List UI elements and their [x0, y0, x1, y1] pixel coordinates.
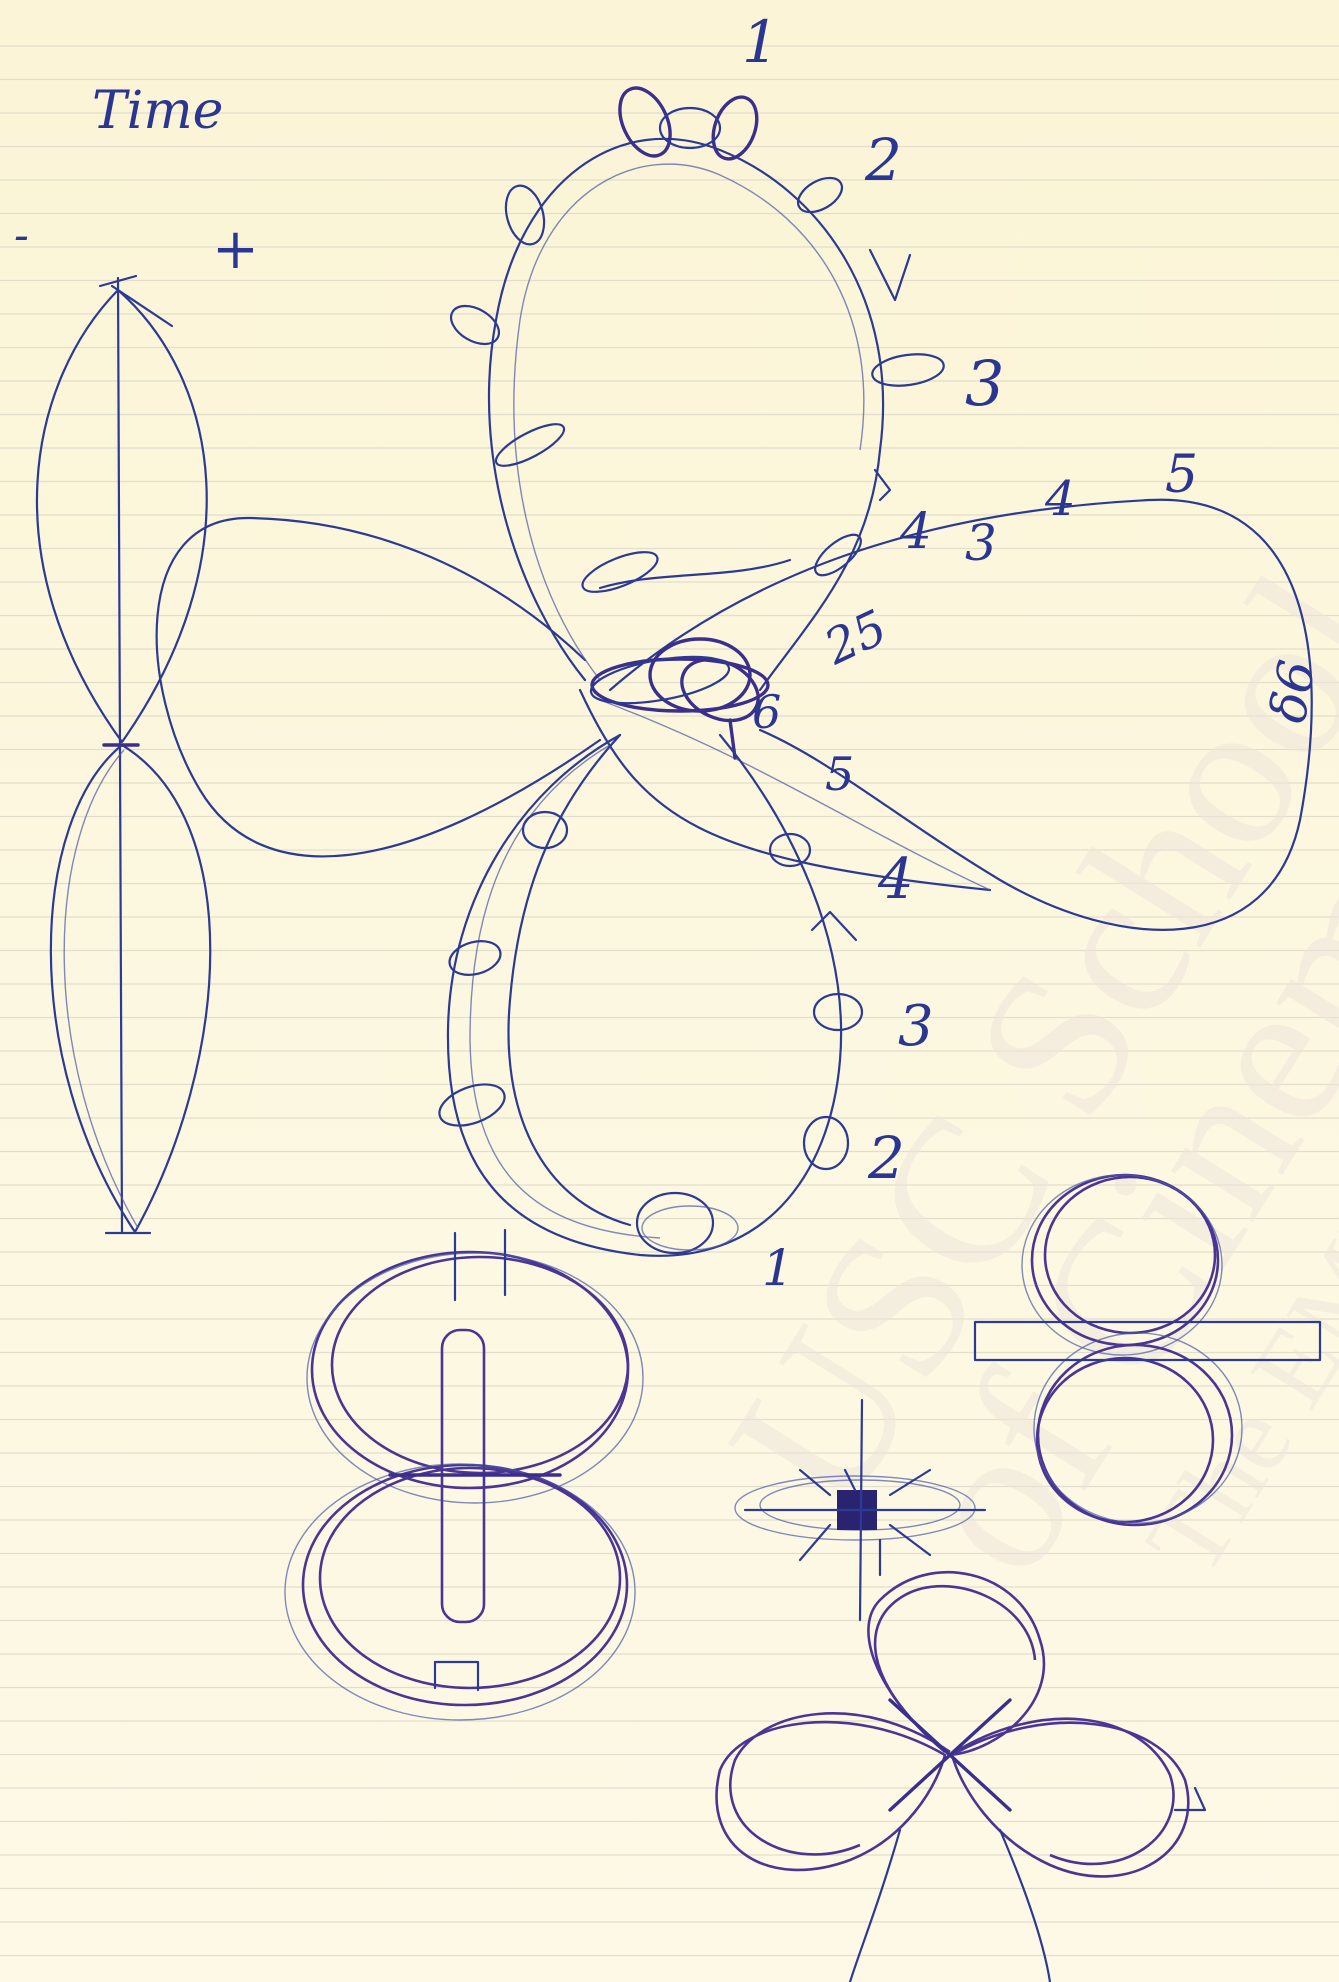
- time-label: Time: [92, 81, 223, 141]
- num-low-4: 4: [877, 847, 914, 912]
- num-bottom-1: 1: [762, 1239, 794, 1297]
- num-top-1: 1: [742, 8, 779, 76]
- num-lobe-end: δ6: [1259, 656, 1327, 727]
- num-center-6: 6: [752, 685, 781, 739]
- watermark: USC School of Cinema The EMH Fo: [684, 536, 1339, 1713]
- num-center-5: 5: [825, 747, 854, 801]
- num-right-3: 3: [965, 347, 1004, 420]
- num-mid-3: 3: [965, 514, 997, 572]
- cloverleaf-figure: [717, 1572, 1205, 1982]
- double-ring-with-bar: [285, 1230, 643, 1720]
- num-lobe-4: 4: [1044, 471, 1076, 527]
- lower-loop: [434, 735, 862, 1256]
- num-lobe-25: 25: [815, 599, 895, 676]
- num-right-2: 2: [864, 126, 902, 194]
- num-lobe-5: 5: [1165, 445, 1198, 505]
- num-low-3: 3: [898, 994, 934, 1059]
- minus-sign: -: [14, 210, 29, 261]
- vertical-lobes-figure: [37, 276, 210, 1233]
- num-mid-4: 4: [899, 502, 932, 560]
- num-low-2: 2: [867, 1124, 905, 1192]
- plus-sign: +: [212, 217, 259, 282]
